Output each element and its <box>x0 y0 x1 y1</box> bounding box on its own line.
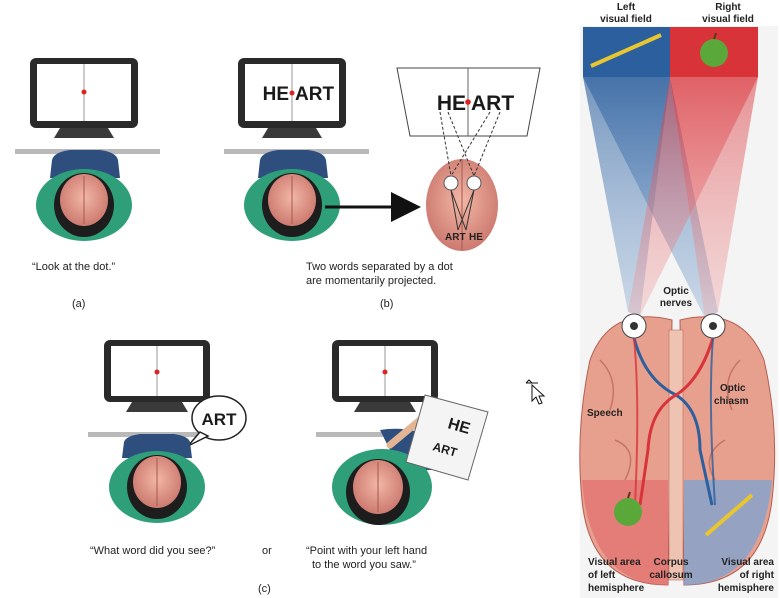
fixation-dot <box>81 89 87 95</box>
right-diagram: Left visual field Right visual field <box>579 2 778 598</box>
right-field-line1: Right <box>715 2 741 13</box>
label-b: (b) <box>380 298 393 310</box>
optic-nerves-line1: Optic <box>663 286 689 297</box>
card-word-art: ART <box>431 439 459 459</box>
caption-c-left: “What word did you see?” <box>90 545 216 557</box>
left-field-line1: Left <box>617 2 636 13</box>
zoom-brain <box>426 111 501 251</box>
zoom-screen: HE ART <box>396 67 541 137</box>
person-a <box>36 150 132 241</box>
label-c: (c) <box>258 583 271 595</box>
monitor-c2 <box>332 340 438 412</box>
apple-icon <box>700 32 728 67</box>
word-card[interactable]: HE ART <box>405 394 489 481</box>
right-area-line2: of right <box>740 570 775 581</box>
caption-c-right-line2: to the word you saw.” <box>312 559 416 571</box>
panel-c: ART HE ART “W <box>88 340 489 595</box>
zoom-word-he: HE <box>437 92 466 115</box>
left-visual-area <box>582 480 668 585</box>
beam-right-to-right-eye <box>670 77 758 318</box>
speech-text: ART <box>202 410 238 429</box>
pencil-in-brain-icon <box>704 493 754 537</box>
screen-word-art: ART <box>295 84 334 105</box>
speech-label: Speech <box>587 408 623 419</box>
move-cursor-icon <box>525 379 546 405</box>
caption-a: “Look at the dot.” <box>32 261 115 273</box>
right-visual-area <box>684 480 772 585</box>
fixation-dot-b <box>289 90 295 96</box>
caption-b-line1: Two words separated by a dot <box>306 261 453 273</box>
beam-left-to-left-eye <box>583 77 670 316</box>
apple-in-brain-icon <box>614 491 642 526</box>
optic-chiasm-line1: Optic <box>720 383 746 394</box>
screen-word-he: HE <box>263 84 289 105</box>
corpus-callosum <box>668 329 684 581</box>
person-c2 <box>332 416 450 525</box>
person-c1 <box>109 434 205 523</box>
brain-label-he: HE <box>469 232 483 243</box>
caption-c-right-line1: “Point with your left hand <box>306 545 427 557</box>
left-field-line2: visual field <box>600 14 652 25</box>
corpus-line2: callosum <box>649 570 692 581</box>
optic-nerves-line2: nerves <box>660 298 693 309</box>
left-area-line1: Visual area <box>588 557 641 568</box>
optic-chiasm-line2: chiasm <box>714 396 749 407</box>
monitor-b: HE ART <box>238 58 346 138</box>
zoom-word-art: ART <box>471 92 514 115</box>
left-area-line3: hemisphere <box>588 583 645 594</box>
right-field-line2: visual field <box>702 14 754 25</box>
card-word-he: HE <box>446 416 472 439</box>
brain-top-view <box>579 316 776 586</box>
panel-b: HE ART HE ART A <box>224 58 541 310</box>
brain-label-art: ART <box>445 232 466 243</box>
pencil-icon <box>590 33 662 68</box>
panel-a: “Look at the dot.” (a) <box>15 58 160 310</box>
optic-path-right-eye-crossing <box>638 337 715 506</box>
corpus-line1: Corpus <box>654 557 689 568</box>
label-a: (a) <box>72 298 85 310</box>
right-area-line3: hemisphere <box>718 583 775 594</box>
monitor-c1 <box>104 340 210 412</box>
monitor-a <box>30 58 138 138</box>
caption-b-line2: are momentarily projected. <box>306 275 436 287</box>
person-b <box>244 150 340 241</box>
caption-c-or: or <box>262 545 272 557</box>
right-area-line1: Visual area <box>721 557 774 568</box>
left-area-line2: of left <box>588 570 616 581</box>
speech-bubble: ART <box>187 395 247 447</box>
